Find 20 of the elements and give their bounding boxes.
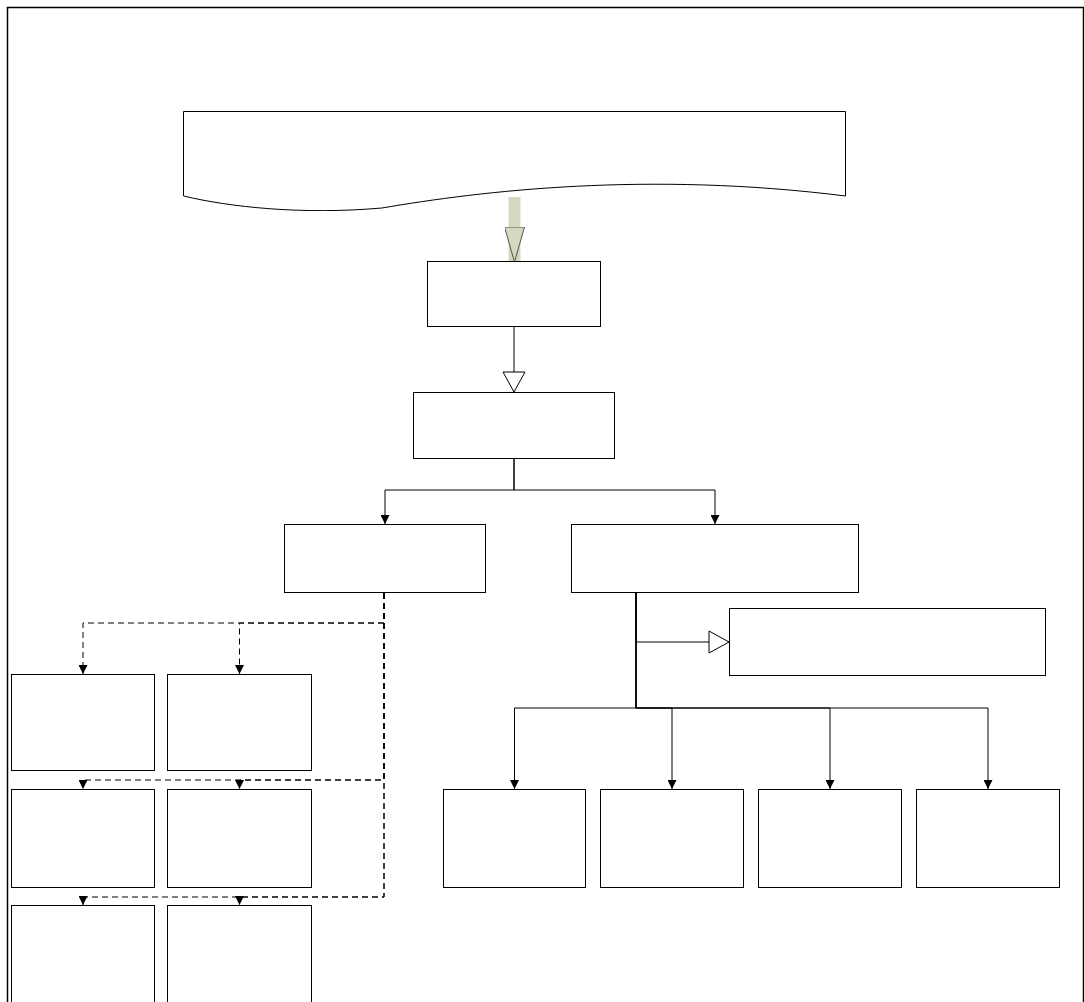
process-box: [758, 789, 902, 888]
connector-arrow: [513, 458, 720, 525]
process-box: [11, 789, 155, 888]
process-box: [729, 608, 1046, 676]
connector-arrow: [502, 326, 526, 393]
process-box: [167, 789, 312, 888]
connector-arrow: [635, 592, 993, 790]
process-box: [413, 392, 615, 459]
process-box: [600, 789, 744, 888]
process-box: [427, 261, 601, 327]
process-box: [167, 674, 312, 771]
process-box: [167, 905, 312, 1002]
process-box: [284, 524, 486, 593]
process-box: [571, 524, 859, 593]
process-box: [916, 789, 1060, 888]
document-shape: [183, 111, 846, 211]
process-box: [11, 674, 155, 771]
process-box: [11, 905, 155, 1002]
block-arrow: [504, 197, 525, 263]
process-box: [443, 789, 586, 888]
